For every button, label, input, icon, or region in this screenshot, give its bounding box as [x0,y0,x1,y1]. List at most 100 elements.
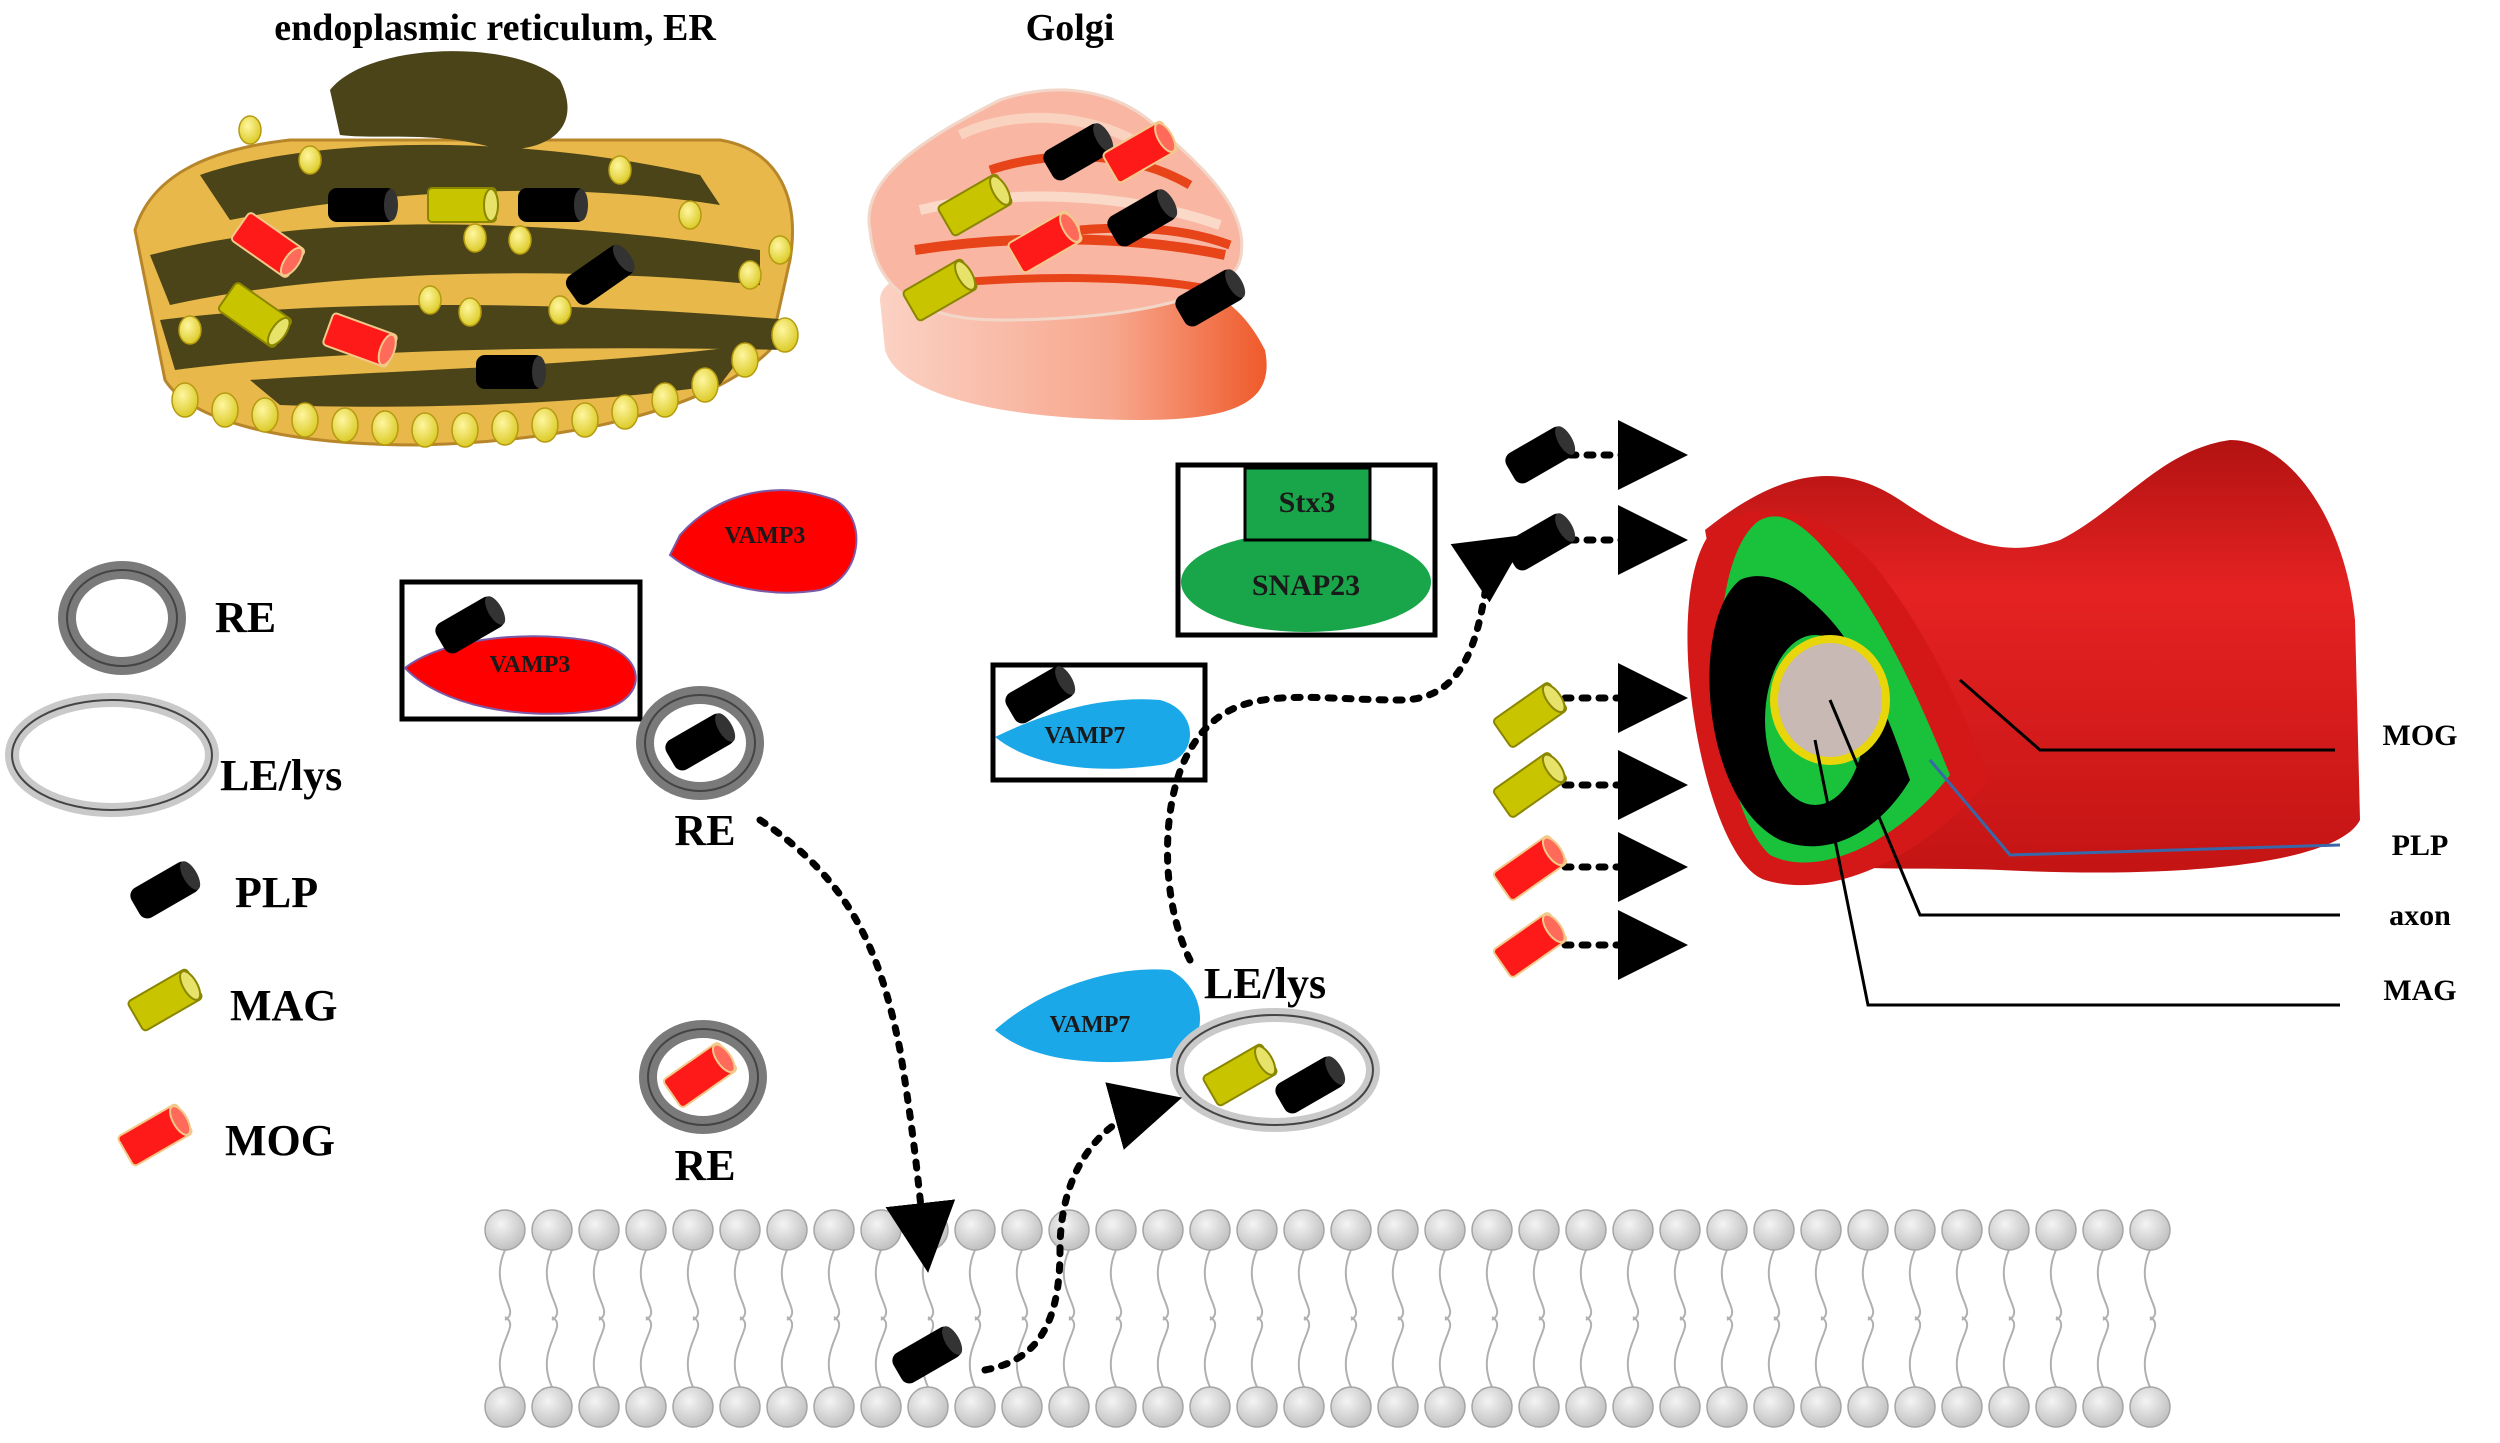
lipid-head [1894,1209,1936,1251]
lipid-head [907,1209,949,1251]
lipid-head [1894,1386,1936,1428]
lipid-head [1659,1386,1701,1428]
lipid-head [1377,1386,1419,1428]
lipid-head [625,1386,667,1428]
trafficking-paths [756,420,1688,1374]
membrane-plp [889,1322,967,1387]
path-re-to-membrane [756,816,956,1273]
lipid-head [2129,1209,2171,1251]
lipid-head [1377,1209,1419,1251]
lipid-head [860,1386,902,1428]
lipid-head [578,1386,620,1428]
lipid-head [484,1386,526,1428]
lipid-head [860,1209,902,1251]
golgi-title: Golgi [1026,7,1115,49]
myelin-mog-label: MOG [2383,719,2458,752]
myelin-sheath [1687,440,2360,1007]
re-vesicle-plp: RE [636,686,764,855]
le-lys-vesicle: LE/lys [1170,959,1380,1132]
lipid-head [1706,1386,1748,1428]
myelin-axon-label: axon [2389,899,2451,932]
lipid-head [1518,1386,1560,1428]
legend-re-label: RE [215,593,276,642]
path-membrane-to-lelys [981,1082,1183,1374]
lipid-head [719,1209,761,1251]
lipid-head [1941,1209,1983,1251]
legend-mog-label: MOG [225,1116,335,1165]
lipid-head [1565,1209,1607,1251]
lipid-head [1236,1386,1278,1428]
legend-mag-label: MAG [230,981,338,1030]
lipid-head [1424,1209,1466,1251]
lipid-head [1189,1209,1231,1251]
snap23-label: SNAP23 [1252,569,1360,602]
lipid-head [2082,1209,2124,1251]
vamp3-complex-box: VAMP3 [399,579,643,722]
lipid-head [531,1386,573,1428]
lipid-head [1471,1386,1513,1428]
lipid-head [954,1386,996,1428]
vamp7-free: VAMP7 [995,969,1200,1063]
lipid-head [1612,1386,1654,1428]
lipid-head [1001,1386,1043,1428]
er-organelle [133,51,799,448]
lipid-head [1518,1209,1560,1251]
lipid-head [1706,1209,1748,1251]
lipid-head [578,1209,620,1251]
re-vesicle-plp-label: RE [674,806,735,855]
vamp3-boxed-label: VAMP3 [490,652,571,678]
lipid-head [1330,1209,1372,1251]
lipid-head [1612,1209,1654,1251]
lipid-head [1330,1386,1372,1428]
lipid-head [672,1209,714,1251]
lipid-head [954,1209,996,1251]
lipid-head [813,1386,855,1428]
lipid-head [719,1386,761,1428]
lipid-head [672,1386,714,1428]
re-vesicle-mog-label: RE [674,1141,735,1190]
vamp3-free-label: VAMP3 [725,523,806,549]
vamp3-free: VAMP3 [668,489,858,594]
vamp7-free-label: VAMP7 [1050,1012,1131,1038]
lipid-head [1988,1209,2030,1251]
lipid-head [1236,1209,1278,1251]
vamp7-complex-box: VAMP7 [990,662,1208,783]
lipid-head [1424,1386,1466,1428]
lipid-head [1565,1386,1607,1428]
lipid-head [1142,1386,1184,1428]
legend: RE LE/lys PLP MAG MOG [5,561,342,1168]
lipid-head [1847,1209,1889,1251]
legend-plp-label: PLP [235,868,318,917]
lipid-head [1847,1386,1889,1428]
lipid-head [1048,1209,1090,1251]
stx3-snap23-box: Stx3 SNAP23 [1175,462,1438,638]
lipid-head [1471,1209,1513,1251]
stx3-label: Stx3 [1279,486,1336,519]
re-vesicle-mog: RE [639,1020,767,1190]
lipid-head [1800,1209,1842,1251]
lipid-head [2082,1386,2124,1428]
lipid-head [766,1209,808,1251]
lipid-head [766,1386,808,1428]
lipid-head [1001,1209,1043,1251]
er-title: endoplasmic reticulum, ER [274,7,716,49]
legend-le-lys-label: LE/lys [220,751,342,800]
lipid-head [1048,1386,1090,1428]
lipid-head [1283,1386,1325,1428]
lipid-head [484,1209,526,1251]
legend-mag-icon [126,966,206,1033]
lipid-head [1283,1209,1325,1251]
legend-plp-icon [127,857,205,922]
lipid-head [531,1209,573,1251]
legend-mog-icon [116,1101,196,1168]
lipid-head [1659,1209,1701,1251]
lipid-head [1095,1209,1137,1251]
myelin-mag-label: MAG [2383,974,2456,1007]
lipid-head [1941,1386,1983,1428]
lipid-head [1189,1386,1231,1428]
lipid-head [1800,1386,1842,1428]
lipid-head [907,1386,949,1428]
vamp7-boxed-label: VAMP7 [1045,723,1126,749]
